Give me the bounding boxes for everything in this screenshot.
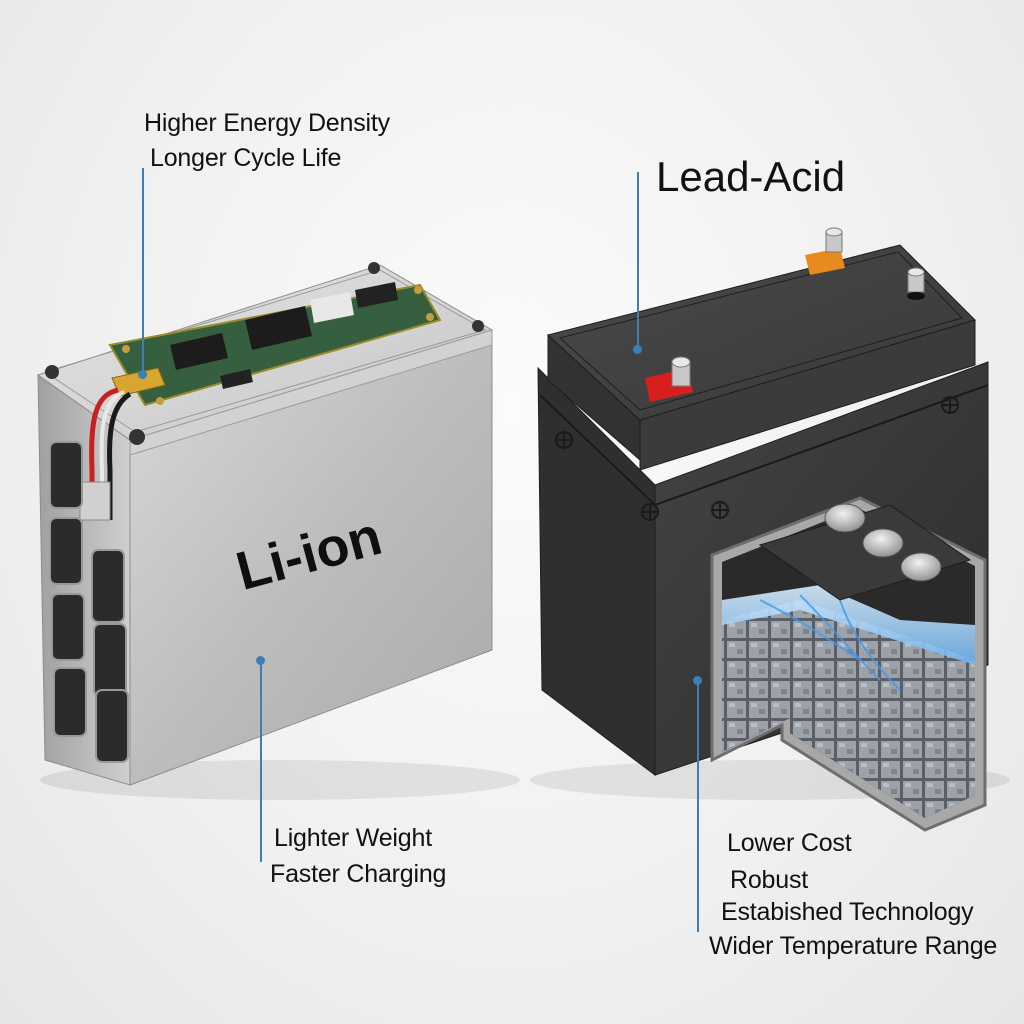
callout-line-lead-acid-top — [637, 172, 639, 348]
callout-line-li-ion-bottom — [260, 662, 262, 862]
callout-wider-temperature-range: Wider Temperature Range — [709, 932, 998, 960]
callout-longer-cycle-life: Longer Cycle Life — [150, 144, 342, 172]
circuit-board-icon — [108, 282, 442, 407]
vent-cap-icons — [824, 503, 942, 582]
callout-lighter-weight: Lighter Weight — [274, 824, 432, 852]
callout-robust: Robust — [730, 866, 809, 894]
callout-dot-li-ion-top — [138, 370, 147, 379]
positive-terminal-icon — [645, 356, 693, 402]
negative-terminal-icon — [907, 267, 925, 300]
wire-harness-icon — [79, 387, 132, 521]
callout-lower-cost: Lower Cost — [727, 829, 852, 857]
cell-pads-icon — [49, 441, 129, 763]
li-ion-battery — [36, 262, 520, 800]
lead-acid-label: Lead-Acid — [656, 153, 846, 200]
callout-established-technology: Estabished Technology — [721, 898, 974, 926]
screw-icons — [555, 396, 959, 521]
marker-terminal-icon — [805, 227, 845, 275]
callout-line-li-ion-top — [142, 168, 144, 374]
callout-dot-li-ion-bottom — [256, 656, 265, 665]
callout-higher-energy-density: Higher Energy Density — [144, 109, 390, 137]
callout-line-lead-acid-bottom — [697, 682, 699, 932]
cutaway-cross-section — [710, 496, 987, 832]
callout-faster-charging: Faster Charging — [270, 860, 447, 888]
callout-dot-lead-acid-top — [633, 345, 642, 354]
lead-acid-battery — [530, 227, 1010, 832]
callout-dot-lead-acid-bottom — [693, 676, 702, 685]
